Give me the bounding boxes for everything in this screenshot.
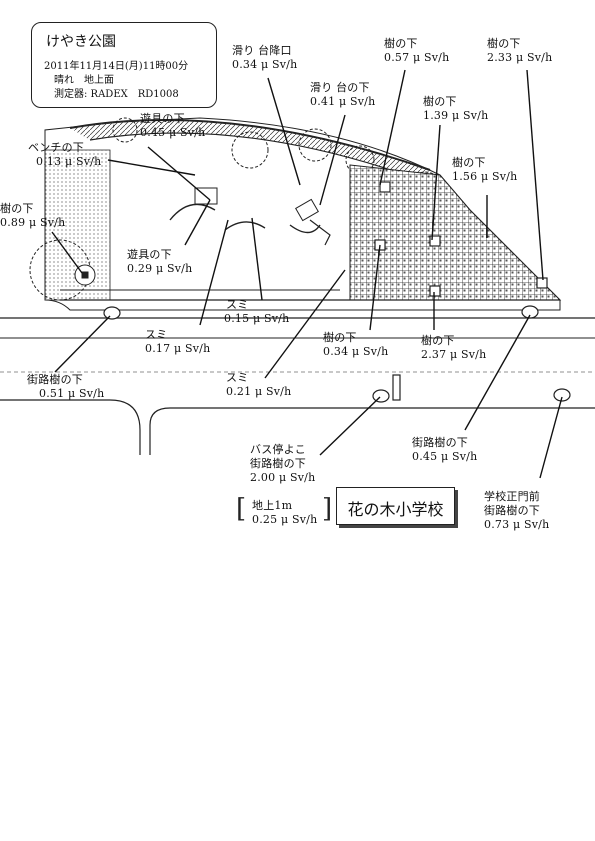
school-name: 花の木小学校 [347,500,444,519]
bracket-right: ] [322,494,333,524]
park-name: けやき公園 [46,34,116,50]
roads [0,317,595,455]
leader-lines [51,69,563,479]
school-name-box: 花の木小学校 [336,487,455,525]
measurement-device: 測定器: RADEX RD1008 [54,89,179,100]
measurement-info-box: けやき公園 2011年11月14日(月)11時00分 晴れ 地上面 測定器: R… [31,22,217,108]
bracket-left: [ [236,494,247,524]
park-area [29,117,562,311]
weather-condition: 晴れ 地上面 [54,75,114,86]
measurement-date: 2011年11月14日(月)11時00分 [44,61,189,72]
